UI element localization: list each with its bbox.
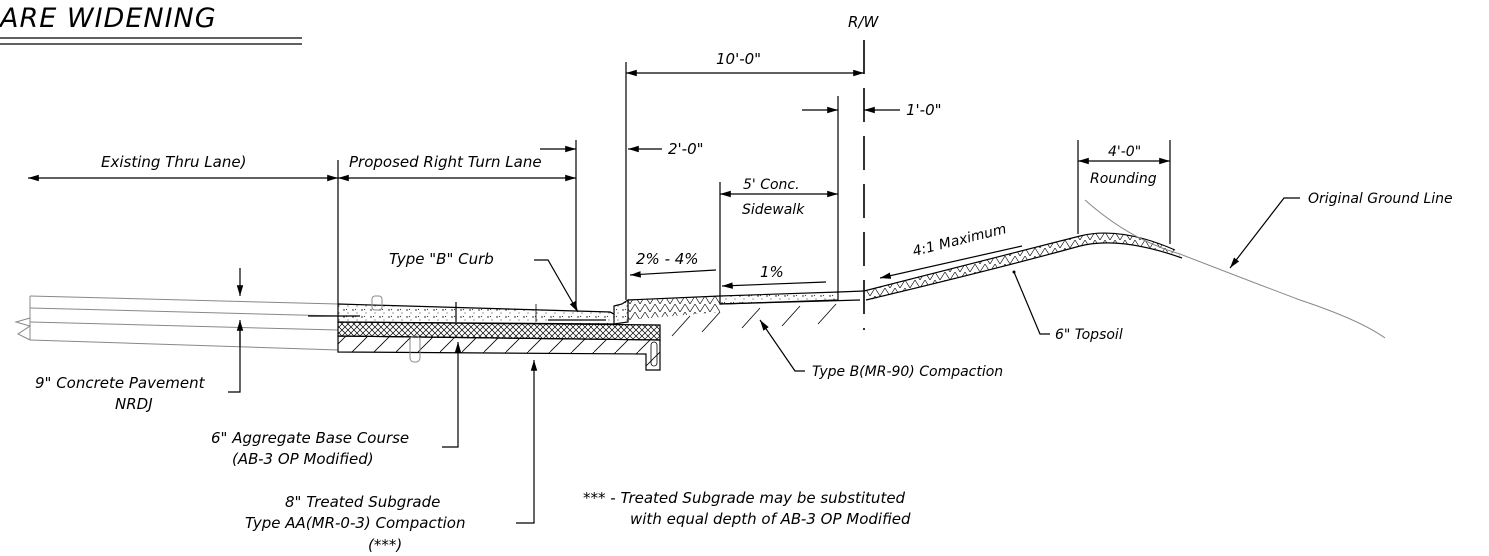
rw-label: R/W [848,13,879,31]
note-line1: *** - Treated Subgrade may be substitute… [583,489,906,507]
treated-subgrade-label-line1: 8" Treated Subgrade [285,493,440,511]
dim-2ft-label: 2'-0" [668,140,704,158]
dim-1ft-label: 1'-0" [906,101,942,119]
concrete-pavement-label-line2: NRDJ [115,395,153,413]
proposed-right-turn-lane-label: Proposed Right Turn Lane [349,153,542,171]
rounding-label: Rounding [1090,171,1157,187]
topsoil-label: 6" Topsoil [1055,327,1123,343]
compaction-b-label: Type B(MR-90) Compaction [812,364,1003,380]
note-line2: with equal depth of AB-3 OP Modified [630,510,911,528]
dim-4ft-label: 4'-0" [1108,144,1141,160]
aggregate-base-label-line1: 6" Aggregate Base Course [211,429,409,447]
slope-2-4-label: 2% - 4% [636,250,699,268]
existing-thru-lane-label: Existing Thru Lane) [101,153,246,171]
concrete-pavement-label-line1: 9" Concrete Pavement [35,374,206,392]
drawing-title: ARE WIDENING [0,3,217,34]
aggregate-base-label-line2: (AB-3 OP Modified) [232,450,374,468]
max-slope-label: 4:1 Maximum [911,221,1008,260]
slope-1-label: 1% [760,263,784,281]
sidewalk-label-line1: 5' Conc. [743,177,800,193]
original-ground-line-label: Original Ground Line [1308,191,1453,207]
sidewalk-label-line2: Sidewalk [742,202,805,218]
treated-subgrade-label-line2: Type AA(MR-0-3) Compaction [245,514,465,532]
type-b-curb-label: Type "B" Curb [389,250,494,268]
treated-subgrade-label-line3: (***) [368,536,402,554]
dim-10ft-label: 10'-0" [716,50,761,68]
